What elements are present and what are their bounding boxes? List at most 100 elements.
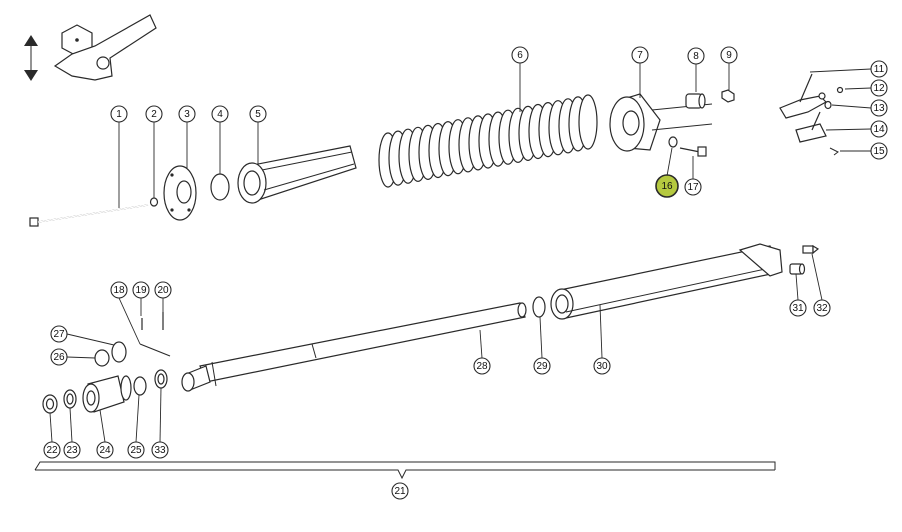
part-27-ring: [111, 341, 127, 363]
part-3-flange: [163, 165, 197, 221]
callout-circle: [870, 120, 888, 138]
callout-circle: [132, 281, 150, 299]
callout-15: 15: [870, 142, 888, 160]
part-29-ring: [532, 296, 546, 318]
callout-2: 2: [145, 105, 163, 123]
callout-26: 26: [50, 348, 68, 366]
part-15-cotter-pin: [829, 147, 839, 156]
callout-circle: [870, 60, 888, 78]
callout-number: 12: [873, 83, 885, 94]
callout-circle: [870, 142, 888, 160]
callout-number: 6: [517, 50, 523, 61]
callout-number: 29: [536, 361, 548, 372]
callout-28: 28: [473, 357, 491, 375]
callout-17: 17: [684, 178, 702, 196]
callout-number: 5: [255, 109, 261, 120]
callout-20: 20: [154, 281, 172, 299]
callout-number: 1: [116, 109, 122, 120]
callout-18: 18: [110, 281, 128, 299]
part-7-spring-cap: [609, 93, 713, 152]
callout-number: 33: [154, 445, 166, 456]
callout-21: 21: [391, 482, 409, 500]
callout-number: 3: [184, 109, 190, 120]
callout-13: 13: [870, 99, 888, 117]
group-bracket: [34, 461, 776, 480]
callout-circle: [154, 281, 172, 299]
callout-33: 33: [151, 441, 169, 459]
callout-circle: [96, 441, 114, 459]
callout-number: 26: [53, 352, 65, 363]
callout-number: 16: [661, 181, 673, 192]
callout-circle: [473, 357, 491, 375]
up-down-arrow-icon: [24, 35, 38, 81]
part-28-shaft: [181, 302, 527, 392]
callout-circle: [110, 105, 128, 123]
callout-circle: [249, 105, 267, 123]
callout-number: 27: [53, 329, 65, 340]
part-16-washer: [668, 136, 678, 148]
part-33-washer: [154, 369, 168, 389]
callout-number: 30: [596, 361, 608, 372]
callout-circle: [110, 281, 128, 299]
callout-22: 22: [43, 441, 61, 459]
callout-number: 22: [46, 445, 58, 456]
callout-circle: [211, 105, 229, 123]
callout-29: 29: [533, 357, 551, 375]
leader-lines: [49, 63, 872, 443]
part-8-bushing: [685, 93, 706, 109]
callout-number: 31: [792, 303, 804, 314]
callout-circle: [720, 46, 738, 64]
callout-6: 6: [511, 46, 529, 64]
callout-31: 31: [789, 299, 807, 317]
callout-circle: [50, 348, 68, 366]
callout-circle: [145, 105, 163, 123]
part-9-nut: [721, 89, 735, 103]
callout-circle: [813, 299, 831, 317]
part-30-tube: [550, 243, 783, 320]
callout-27: 27: [50, 325, 68, 343]
callout-circle: [178, 105, 196, 123]
callout-circle: [870, 79, 888, 97]
callout-24: 24: [96, 441, 114, 459]
callout-number: 20: [157, 285, 169, 296]
callout-3: 3: [178, 105, 196, 123]
callout-circle: [687, 47, 705, 65]
callout-11: 11: [870, 60, 888, 78]
callout-number: 2: [151, 109, 157, 120]
callout-32: 32: [813, 299, 831, 317]
callout-circle: [391, 482, 409, 500]
callout-circle: [593, 357, 611, 375]
part-1-bolt: [29, 204, 149, 227]
callout-circle: [43, 441, 61, 459]
callout-number: 9: [726, 50, 732, 61]
callout-4: 4: [211, 105, 229, 123]
callout-number: 25: [130, 445, 142, 456]
part-12-washer: [836, 86, 844, 94]
callout-number: 32: [816, 303, 828, 314]
callout-number: 19: [135, 285, 147, 296]
part-17-screw: [679, 146, 707, 157]
callout-circle: [50, 325, 68, 343]
part-4-ring: [210, 173, 230, 201]
callout-7: 7: [631, 46, 649, 64]
callout-number: 28: [476, 361, 488, 372]
callout-16: 16: [655, 174, 679, 198]
callout-circle: [684, 178, 702, 196]
orientation-icon: [24, 14, 157, 81]
callout-circle: [63, 441, 81, 459]
part-32-grease-nipple: [802, 244, 820, 255]
callout-number: 18: [113, 285, 125, 296]
callout-1: 1: [110, 105, 128, 123]
callout-number: 13: [873, 103, 885, 114]
callout-number: 15: [873, 146, 885, 157]
callout-circle: [870, 99, 888, 117]
callout-25: 25: [127, 441, 145, 459]
callout-number: 7: [637, 50, 643, 61]
callout-circle: [127, 441, 145, 459]
callout-number: 24: [99, 445, 111, 456]
part-2-washer: [149, 197, 159, 207]
callout-circle: [533, 357, 551, 375]
